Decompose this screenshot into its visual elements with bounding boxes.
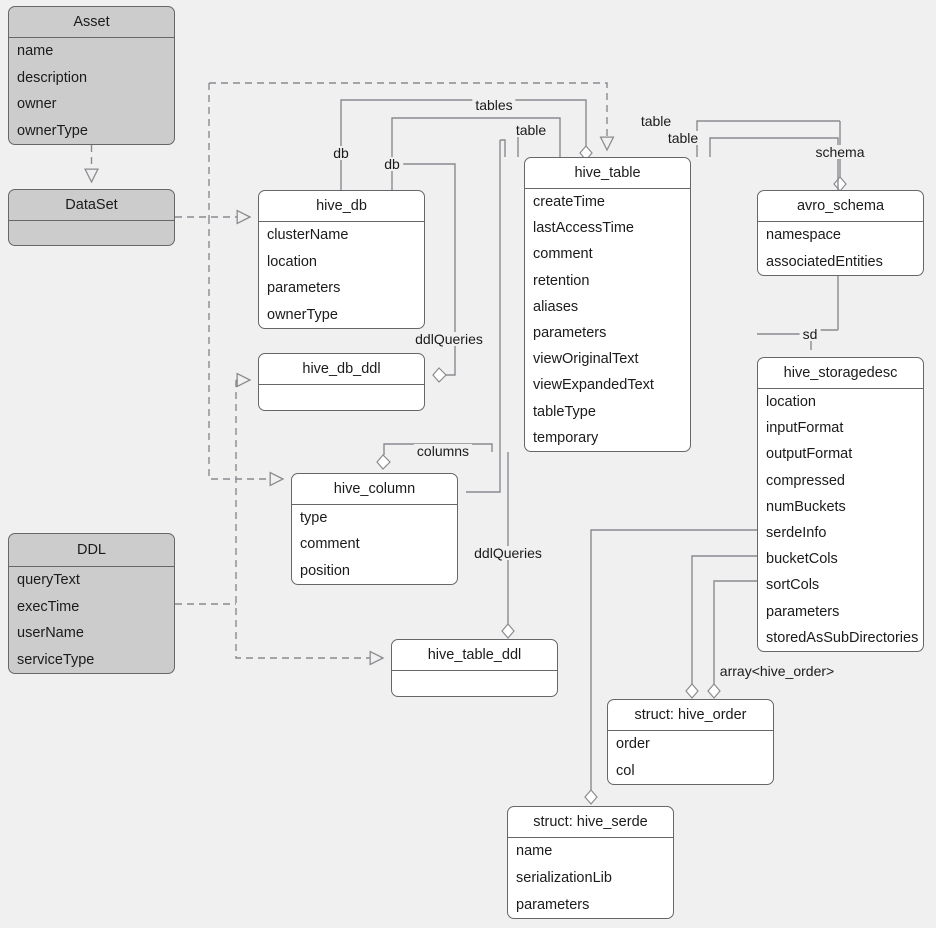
class-attribute: parameters — [766, 603, 840, 620]
class-attribute: comment — [300, 536, 360, 553]
class-title-dataset: DataSet — [9, 190, 174, 221]
class-title-ddl: DDL — [9, 534, 174, 567]
edge-label-lbl-db-2: db — [381, 157, 403, 171]
edge-label-lbl-tables: tables — [472, 98, 516, 112]
class-attribute: comment — [533, 246, 593, 263]
class-title-hive_db_ddl: hive_db_ddl — [259, 354, 424, 385]
class-attributes-avro_schema: namespace associatedEntities — [758, 222, 923, 275]
class-box-avro_schema[interactable]: avro_schema namespace associatedEntities — [757, 190, 924, 276]
class-attributes-hive_storagedesc: location inputFormat outputFormat compresse… — [758, 389, 923, 651]
class-attribute: execTime — [17, 598, 80, 615]
class-box-dataset[interactable]: DataSet — [8, 189, 175, 246]
class-attribute: parameters — [533, 325, 607, 342]
edge-label-lbl-ddlqueries-db: ddlQueries — [412, 332, 486, 346]
edge-label-lbl-table-2: table — [637, 114, 675, 128]
class-attribute: parameters — [516, 896, 590, 913]
class-attribute: outputFormat — [766, 446, 853, 463]
class-attribute: compressed — [766, 472, 845, 489]
class-attribute: bucketCols — [766, 551, 838, 568]
class-attribute: parameters — [267, 280, 341, 297]
class-box-asset[interactable]: Asset name description owner ownerType — [8, 6, 175, 145]
class-attribute: numBuckets — [766, 498, 846, 515]
class-attribute: serializationLib — [516, 869, 612, 886]
edge-label-lbl-schema: schema — [812, 145, 868, 159]
class-attribute: position — [300, 562, 350, 579]
edge-label-lbl-db-1: db — [330, 146, 352, 160]
class-box-hive_table_ddl[interactable]: hive_table_ddl — [391, 639, 558, 697]
class-attribute: location — [267, 253, 317, 270]
edge-label-lbl-table-3: table — [664, 131, 702, 145]
class-attribute: queryText — [17, 572, 80, 589]
class-attributes-hive_db: clusterName location parameters ownerType — [259, 222, 424, 328]
class-attribute: namespace — [766, 227, 841, 244]
class-title-avro_schema: avro_schema — [758, 191, 923, 222]
class-attribute: viewExpandedText — [533, 377, 654, 394]
class-attribute: location — [766, 394, 816, 411]
class-attribute: aliases — [533, 298, 579, 315]
class-attribute: userName — [17, 625, 84, 642]
class-attribute: inputFormat — [766, 420, 844, 437]
class-attribute: storedAsSubDirectories — [766, 629, 919, 646]
class-title-asset: Asset — [9, 7, 174, 38]
class-attribute: order — [616, 736, 650, 753]
class-attribute: retention — [533, 272, 590, 289]
class-title-hive_table: hive_table — [525, 158, 690, 189]
class-title-hive_column: hive_column — [292, 474, 457, 505]
class-attributes-ddl: queryText execTime userName serviceType — [9, 567, 174, 673]
class-attribute: clusterName — [267, 227, 349, 244]
class-attribute: createTime — [533, 194, 605, 211]
edge-label-lbl-table-1: table — [512, 123, 550, 137]
class-attribute: ownerType — [267, 306, 338, 323]
class-attribute: viewOriginalText — [533, 351, 639, 368]
class-attribute: associatedEntities — [766, 253, 883, 270]
edge-label-lbl-sd: sd — [799, 327, 821, 341]
class-attribute: temporary — [533, 429, 599, 446]
class-attribute: owner — [17, 96, 57, 113]
class-title-hive_serde: struct: hive_serde — [508, 807, 673, 838]
class-box-hive_db[interactable]: hive_db clusterName location parameters owne… — [258, 190, 425, 329]
class-attributes-asset: name description owner ownerType — [9, 38, 174, 144]
class-attributes-hive_serde: name serializationLib parameters — [508, 838, 673, 918]
class-attribute: type — [300, 510, 328, 527]
class-box-hive_storagedesc[interactable]: hive_storagedesc location inputFormat outpu… — [757, 357, 924, 652]
class-attribute: serviceType — [17, 651, 95, 668]
class-title-hive_db: hive_db — [259, 191, 424, 222]
edge-label-lbl-columns: columns — [413, 444, 473, 458]
class-attribute: col — [616, 762, 635, 779]
class-attribute: sortCols — [766, 577, 820, 594]
class-attribute: description — [17, 69, 88, 86]
class-attribute: name — [516, 843, 553, 860]
class-attributes-hive_table: createTime lastAccessTime comment retention… — [525, 189, 690, 451]
class-attribute: tableType — [533, 403, 596, 420]
class-attributes-hive_column: type comment position — [292, 505, 457, 584]
class-attribute: lastAccessTime — [533, 220, 634, 237]
class-attribute: serdeInfo — [766, 525, 827, 542]
class-attribute: name — [17, 43, 54, 60]
class-box-ddl[interactable]: DDL queryText execTime userName serviceType — [8, 533, 175, 674]
class-attribute: ownerType — [17, 122, 88, 139]
class-title-hive_table_ddl: hive_table_ddl — [392, 640, 557, 671]
class-box-hive_table[interactable]: hive_table createTime lastAccessTime commen… — [524, 157, 691, 452]
edge-label-lbl-array-order: array<hive_order> — [716, 664, 838, 678]
class-title-hive_storagedesc: hive_storagedesc — [758, 358, 923, 389]
class-attributes-hive_order: order col — [608, 731, 773, 784]
edge-label-lbl-ddlqueries-table: ddlQueries — [471, 546, 545, 560]
class-box-hive_db_ddl[interactable]: hive_db_ddl — [258, 353, 425, 411]
class-title-hive_order: struct: hive_order — [608, 700, 773, 731]
